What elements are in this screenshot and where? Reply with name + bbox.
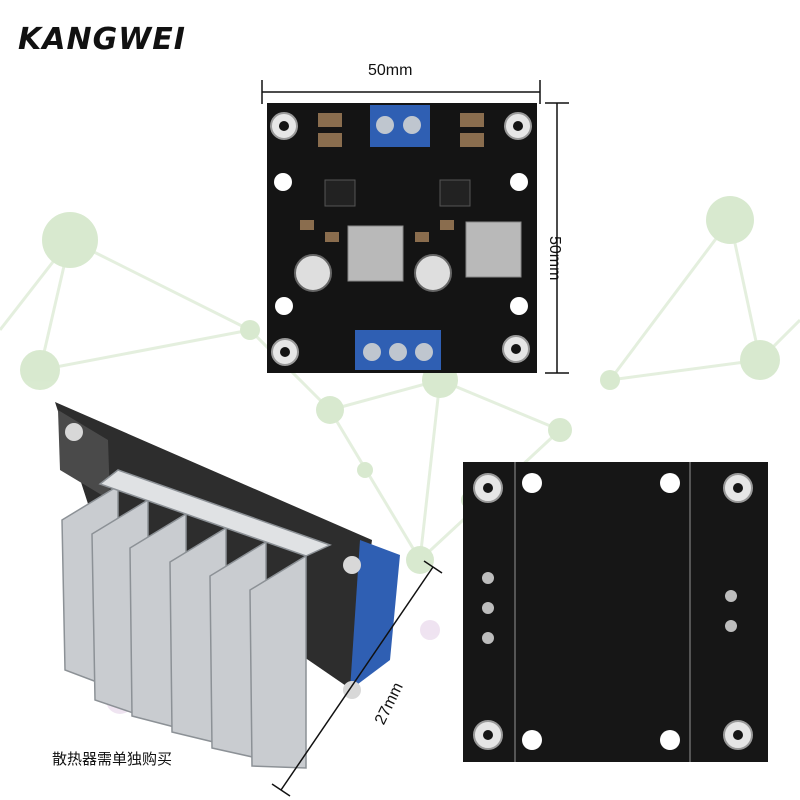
width-dimension-label: 50mm	[368, 62, 413, 79]
height-dimension-label: 50mm	[546, 236, 563, 281]
heatsink	[61, 469, 332, 769]
inductor	[465, 221, 522, 278]
electrolytic-capacitor	[294, 254, 332, 292]
brand-logo: KANGWEI	[18, 22, 186, 57]
electrolytic-capacitor	[414, 254, 452, 292]
board-with-heatsink	[55, 402, 443, 797]
pcb-bottom-view	[463, 462, 768, 762]
heatsink-note-caption: 散热器需单独购买	[52, 751, 173, 768]
inductor	[347, 225, 404, 282]
pcb-top-view	[261, 80, 569, 374]
